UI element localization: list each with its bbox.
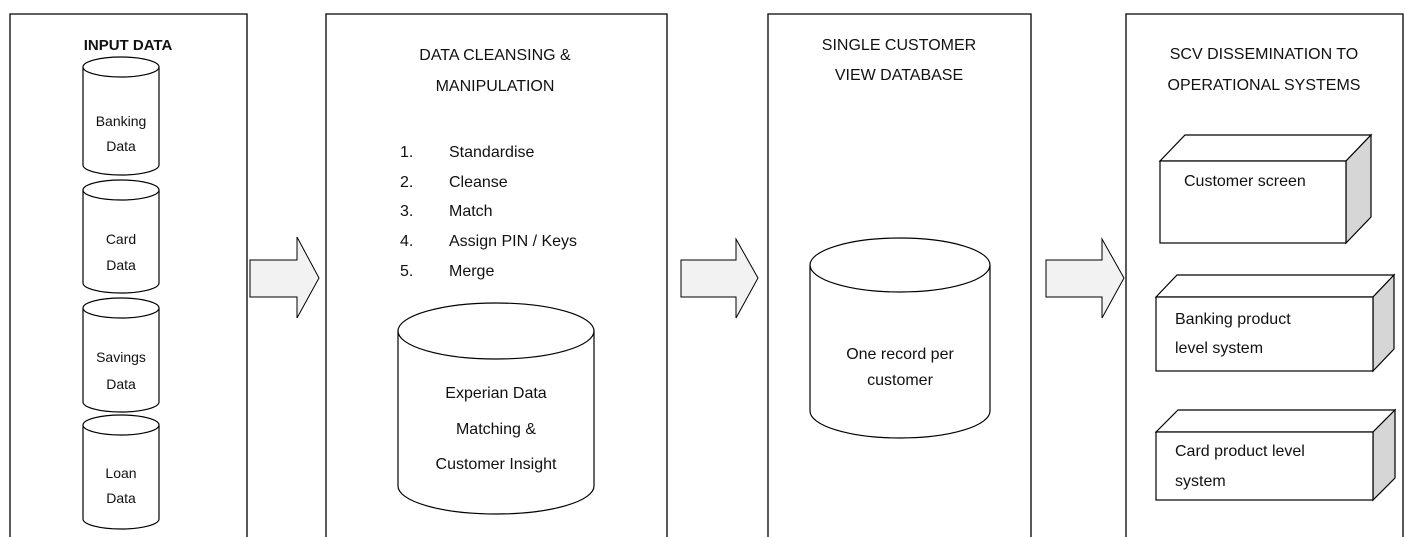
customer-screen-system-box: Customer screen	[1158, 133, 1373, 245]
svg-text:Experian Data: Experian Data	[445, 385, 546, 402]
cleansing-steps-list: 1. Standardise 2. Cleanse 3. Match 4. As…	[400, 144, 577, 280]
svg-text:2.: 2.	[400, 174, 413, 191]
svg-text:One record per: One record per	[846, 346, 954, 363]
svg-text:Loan: Loan	[105, 465, 136, 481]
input-data-title: INPUT DATA	[84, 37, 173, 54]
svg-text:Card product level: Card product level	[1175, 443, 1305, 460]
card-data-cylinder: Card Data	[82, 179, 160, 294]
svg-text:Standardise: Standardise	[449, 144, 534, 161]
svg-text:Match: Match	[449, 203, 493, 220]
svg-text:Data: Data	[106, 490, 136, 506]
svg-text:Cleanse: Cleanse	[449, 174, 508, 191]
svg-text:Customer Insight: Customer Insight	[436, 456, 557, 473]
svg-text:Data: Data	[106, 257, 136, 273]
svg-text:SCV DISSEMINATION TO: SCV DISSEMINATION TO	[1170, 46, 1358, 63]
card-product-system-box: Card product level system	[1154, 408, 1397, 502]
svg-text:system: system	[1175, 473, 1226, 490]
svg-text:5.: 5.	[400, 263, 413, 280]
svg-text:Matching &: Matching &	[456, 421, 536, 438]
svg-text:Savings: Savings	[96, 349, 146, 365]
svg-text:VIEW DATABASE: VIEW DATABASE	[835, 67, 963, 84]
svg-text:MANIPULATION: MANIPULATION	[436, 78, 555, 95]
scv-database-cylinder: One record per customer	[809, 237, 991, 439]
data-cleansing-panel: DATA CLEANSING & MANIPULATION 1. Standar…	[325, 13, 668, 537]
experian-database-cylinder: Experian Data Matching & Customer Insigh…	[397, 302, 595, 515]
single-customer-view-panel: SINGLE CUSTOMER VIEW DATABASE One record…	[767, 13, 1032, 537]
dissemination-panel: SCV DISSEMINATION TO OPERATIONAL SYSTEMS…	[1125, 13, 1404, 537]
svg-text:Data: Data	[106, 376, 136, 392]
svg-text:4.: 4.	[400, 233, 413, 250]
svg-text:DATA CLEANSING &: DATA CLEANSING &	[419, 47, 571, 64]
flow-arrow-2	[680, 237, 759, 319]
svg-text:Banking product: Banking product	[1175, 311, 1291, 328]
svg-text:Assign PIN / Keys: Assign PIN / Keys	[449, 233, 577, 250]
banking-product-system-box: Banking product level system	[1154, 273, 1396, 373]
svg-text:Card: Card	[106, 231, 136, 247]
svg-text:OPERATIONAL SYSTEMS: OPERATIONAL SYSTEMS	[1168, 77, 1361, 94]
svg-text:Data: Data	[106, 138, 136, 154]
banking-data-cylinder: Banking Data	[82, 56, 160, 176]
svg-text:SINGLE CUSTOMER: SINGLE CUSTOMER	[822, 37, 976, 54]
svg-text:1.: 1.	[400, 144, 413, 161]
flow-arrow-3	[1045, 237, 1125, 319]
savings-data-cylinder: Savings Data	[82, 297, 160, 413]
svg-text:Merge: Merge	[449, 263, 494, 280]
svg-text:customer: customer	[867, 372, 933, 389]
svg-text:Customer screen: Customer screen	[1184, 173, 1306, 190]
svg-text:level system: level system	[1175, 340, 1263, 357]
svg-text:3.: 3.	[400, 203, 413, 220]
loan-data-cylinder: Loan Data	[82, 414, 160, 530]
svg-text:Banking: Banking	[96, 113, 147, 129]
flow-arrow-1	[249, 236, 320, 319]
input-data-panel: INPUT DATA Banking Data Card Data Saving…	[9, 13, 248, 537]
